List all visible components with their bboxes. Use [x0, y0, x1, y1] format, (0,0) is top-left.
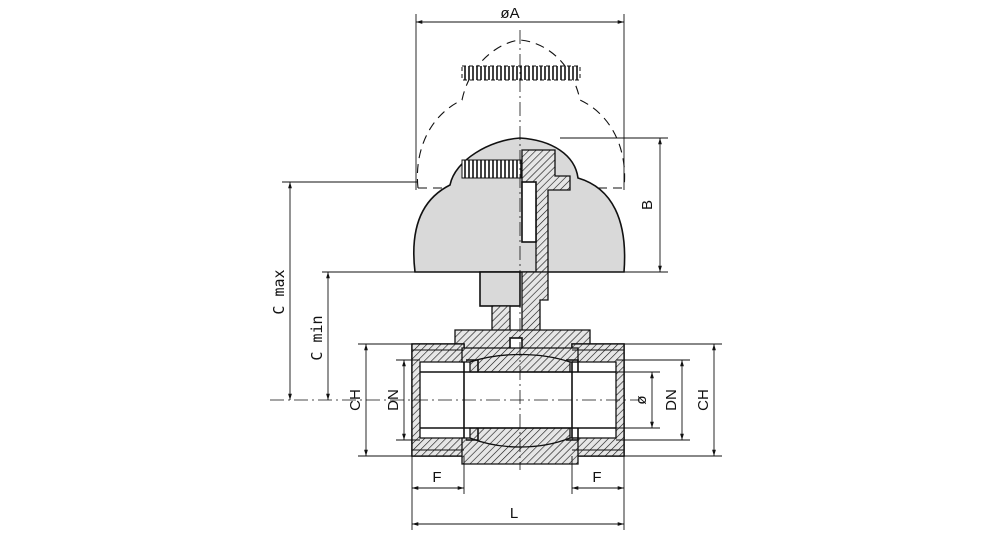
dimension-labels: øA B C max C min CH DN ø DN CH F F L: [270, 5, 712, 522]
label-c-max: C max: [270, 269, 288, 314]
valve-body: [411, 343, 625, 465]
handle: [412, 137, 626, 273]
label-c-min: C min: [308, 315, 326, 360]
label-bore: ø: [633, 395, 650, 404]
valve-stem: [454, 271, 591, 357]
label-f-left: F: [432, 469, 441, 486]
label-ch-right: CH: [695, 389, 712, 411]
label-dn-left: DN: [385, 389, 402, 411]
centre-lines: [270, 30, 640, 470]
label-f-right: F: [592, 469, 601, 486]
dimension-lines: [282, 14, 722, 530]
label-ch-left: CH: [347, 389, 364, 411]
label-dn-right: DN: [663, 389, 680, 411]
label-l: L: [510, 505, 518, 522]
label-diameter-a: øA: [500, 5, 519, 22]
label-b: B: [639, 200, 656, 210]
